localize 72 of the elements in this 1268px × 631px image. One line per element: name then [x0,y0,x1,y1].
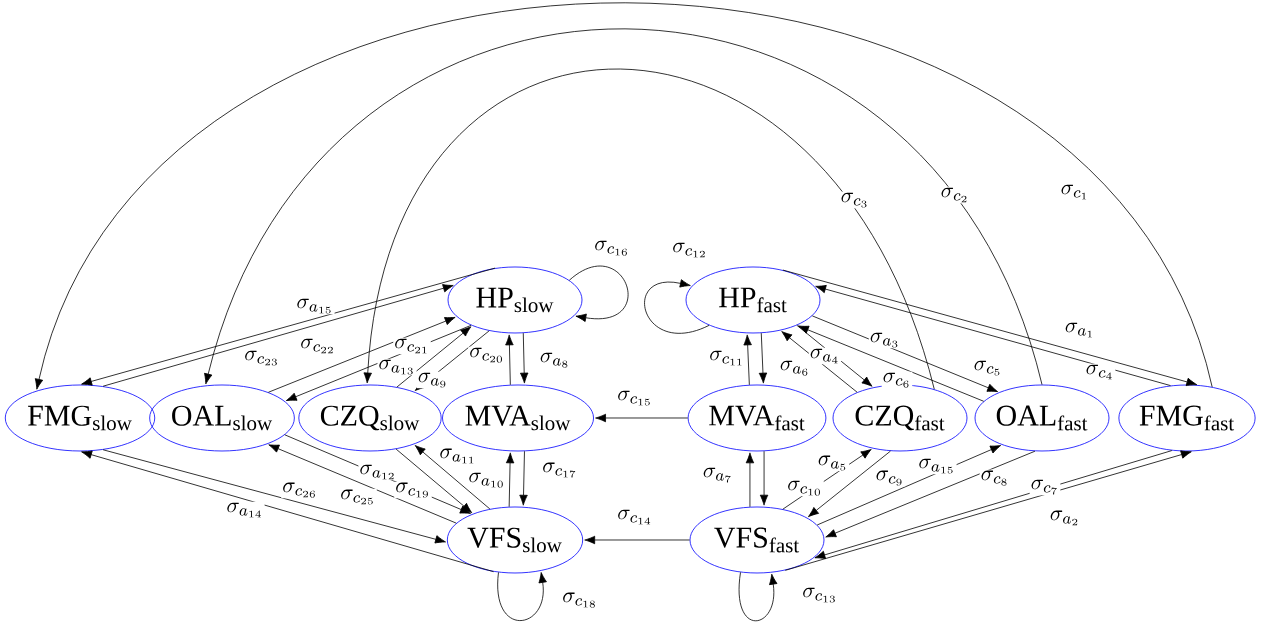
edge-label: $\sigma_{c_{4}}$ [1084,363,1116,381]
edge-label: $\sigma_{c_{2}}$ [939,186,971,204]
edge-label: $\sigma_{c_{3}}$ [839,191,871,209]
edge-label: $\sigma_{c_{25}}$ [339,488,377,506]
arrow [745,452,755,508]
edge-label: $\sigma_{c_{23}}$ [243,349,281,367]
arrow [204,28,1043,385]
edge-label: $\sigma_{c_{6}}$ [881,371,913,389]
edge-label: $\sigma_{a_{2}}$ [1048,509,1082,527]
edge-label: $\sigma_{c_{5}}$ [972,359,1004,377]
arrow [743,334,752,386]
arrow [519,450,528,506]
arrow [505,334,514,386]
arrow [814,450,1173,559]
arrow [811,315,998,392]
arrow [759,450,769,506]
edge-label: $\sigma_{c_{14}}$ [616,508,654,526]
arrow [808,450,891,518]
edge-label: $\sigma_{c_{18}}$ [561,591,599,609]
edge-label: $\sigma_{c_{17}}$ [541,461,579,479]
edge-label: $\sigma_{c_{1}}$ [1059,183,1091,201]
edge-label: $\sigma_{c_{20}}$ [468,346,506,364]
arrow [568,266,629,322]
edge-label: $\sigma_{a_{3}}$ [868,331,902,349]
edge-label: $\sigma_{c_{9}}$ [874,469,906,487]
arrow [798,325,985,402]
arrow [644,279,710,334]
edge-label: $\sigma_{c_{7}}$ [1029,478,1061,496]
edge-label: $\sigma_{a_{8}}$ [538,351,572,369]
arrow [363,68,935,390]
edge-label: $\sigma_{a_{13}}$ [377,358,417,376]
edge-label: $\sigma_{c_{26}}$ [281,481,319,499]
edge-label: $\sigma_{c_{22}}$ [299,337,337,355]
arrow [268,316,456,393]
edge-label: $\sigma_{c_{12}}$ [671,241,709,259]
edge-label: $\sigma_{a_{15}}$ [295,297,335,315]
arrow [595,413,689,423]
edge-label: $\sigma_{c_{11}}$ [708,349,746,367]
arrow [784,450,1192,571]
arrow [782,269,1198,387]
edge-label: $\sigma_{a_{10}}$ [467,471,507,489]
arrow [396,326,472,388]
edge-label: $\sigma_{c_{16}}$ [593,239,631,257]
edge-label: $\sigma_{a_{14}}$ [225,501,265,519]
arrow [825,450,1036,538]
edge-label: $\sigma_{a_{12}}$ [358,463,398,481]
arrow [395,448,473,514]
arrow [815,284,1171,386]
arrow [81,450,494,573]
edge-label: $\sigma_{c_{13}}$ [801,586,839,604]
arrow [584,535,690,545]
arrow [414,445,491,510]
arrow [102,284,454,387]
edge-label: $\sigma_{a_{7}}$ [701,466,735,484]
edge-label: $\sigma_{c_{15}}$ [616,389,654,407]
edge-label: $\sigma_{c_{10}}$ [786,479,824,497]
arrow [505,452,515,508]
arrow [497,572,547,621]
arrow [268,444,457,524]
edge-label: $\sigma_{a_{15}}$ [917,457,957,475]
edge-label: $\sigma_{a_{4}}$ [808,347,842,365]
edge-label: $\sigma_{a_{1}}$ [1063,321,1097,339]
edge-label: $\sigma_{a_{5}}$ [816,454,850,472]
arrow [81,267,496,386]
edge-label: $\sigma_{a_{9}}$ [416,371,450,389]
edge-label: $\sigma_{c_{8}}$ [979,469,1011,487]
arrow [520,332,529,384]
edge-label: $\sigma_{c_{21}}$ [393,337,431,355]
arrow [738,572,778,622]
arrow [758,332,768,384]
arrow [102,449,446,544]
edge-label: $\sigma_{c_{19}}$ [394,481,432,499]
